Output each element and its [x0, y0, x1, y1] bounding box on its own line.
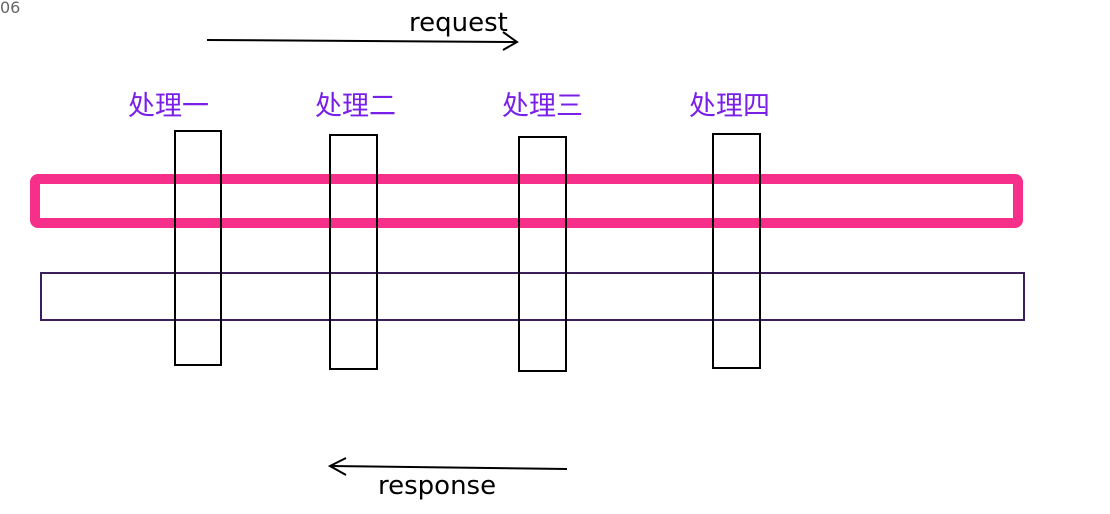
request-layer-bar [30, 174, 1023, 228]
corner-text: 06 [0, 0, 21, 17]
stage-column-3 [518, 136, 567, 372]
stage-column-4 [712, 133, 761, 369]
response-layer-bar [40, 272, 1025, 321]
stage-column-2 [329, 134, 378, 370]
response-arrow [327, 457, 568, 476]
request-label: request [409, 8, 508, 38]
response-label: response [378, 471, 497, 501]
request-arrow [206, 31, 519, 51]
stage-label-2: 处理二 [315, 91, 396, 122]
stage-column-1 [174, 130, 222, 366]
stage-label-4: 处理四 [689, 91, 770, 122]
stage-label-3: 处理三 [502, 91, 583, 122]
stage-label-1: 处理一 [128, 91, 209, 122]
